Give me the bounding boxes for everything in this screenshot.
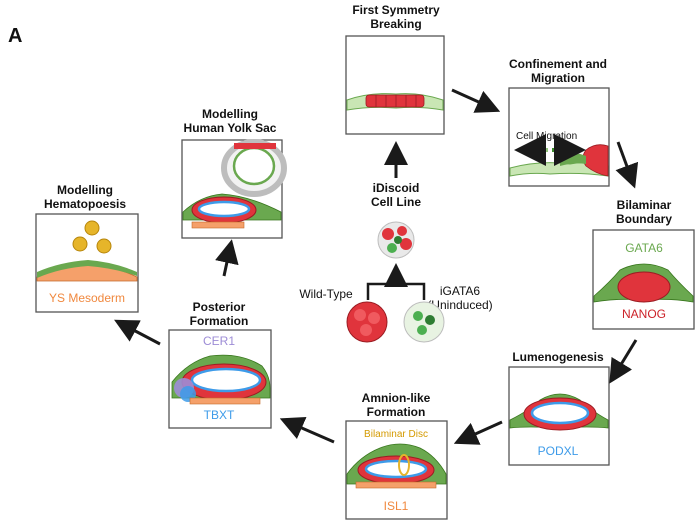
igata6-cluster bbox=[403, 301, 445, 343]
amnion-lumen bbox=[364, 459, 428, 479]
podxl-label: PODXL bbox=[538, 444, 579, 458]
bilaminar-title-2: Boundary bbox=[616, 212, 672, 226]
igata6-label-1: iGATA6 bbox=[440, 284, 481, 298]
stage-amnion: Amnion-like Formation Bilaminar Disc ISL… bbox=[345, 391, 448, 520]
idiscoid-cluster bbox=[377, 221, 415, 259]
merge-bracket bbox=[366, 282, 426, 300]
confinement-title-2: Migration bbox=[531, 71, 585, 85]
lumenogenesis-title: Lumenogenesis bbox=[512, 350, 604, 364]
arrow-bilaminar-to-lumen bbox=[609, 339, 638, 384]
bilaminar-disc-outline bbox=[398, 454, 410, 476]
tbxt-label: TBXT bbox=[204, 408, 235, 422]
gata6-label: GATA6 bbox=[625, 241, 663, 255]
wild-type-label: Wild-Type bbox=[299, 287, 353, 301]
bilaminar-title-1: Bilaminar bbox=[617, 198, 672, 212]
igata6-label-2: (Uninduced) bbox=[427, 298, 492, 312]
posterior-title-1: Posterior bbox=[193, 300, 246, 314]
yolk-sac-base-layer bbox=[191, 221, 245, 229]
hematopoesis-green-layer bbox=[37, 260, 137, 278]
isl1-layer bbox=[355, 481, 437, 489]
yolk-sac-inner bbox=[232, 146, 276, 186]
hematopoesis-title-1: Modelling bbox=[57, 183, 113, 197]
yolk-sac-red-cap bbox=[234, 143, 276, 149]
stage-confinement: Confinement and Migration Cell Migration bbox=[508, 57, 610, 187]
stage-yolk-sac: Modelling Human Yolk Sac bbox=[181, 107, 287, 239]
amnion-title-2: Formation bbox=[367, 405, 426, 419]
blood-cell bbox=[84, 220, 100, 236]
blood-cell bbox=[96, 238, 112, 254]
isl1-label: ISL1 bbox=[384, 499, 409, 513]
figure-label: A bbox=[8, 25, 22, 47]
yolk-sac-title-1: Modelling bbox=[202, 107, 258, 121]
nanog-label: NANOG bbox=[622, 307, 666, 321]
center-title-2: Cell Line bbox=[371, 195, 421, 209]
posterior-lumen bbox=[190, 367, 262, 393]
first-symmetry-panel bbox=[345, 35, 445, 135]
bilaminar-disc-label: Bilaminar Disc bbox=[364, 429, 428, 440]
arrow-posterior-to-hematopoesis bbox=[114, 319, 161, 346]
arrow-lumen-to-amnion bbox=[453, 420, 503, 445]
stage-bilaminar: Bilaminar Boundary GATA6 NANOG bbox=[592, 198, 695, 330]
stage-lumenogenesis: Lumenogenesis PODXL bbox=[508, 350, 610, 466]
confinement-title-1: Confinement and bbox=[509, 57, 607, 71]
stage-first-symmetry: First Symmetry Breaking bbox=[345, 3, 445, 135]
wild-type-cluster bbox=[346, 301, 388, 343]
yolk-sac-title-2: Human Yolk Sac bbox=[184, 121, 277, 135]
arrow-amnion-to-posterior bbox=[279, 416, 335, 444]
first-symmetry-title-1: First Symmetry bbox=[352, 3, 440, 17]
center-cell-line: iDiscoid Cell Line Wild-Type iGATA6 (Uni… bbox=[299, 181, 493, 343]
yolk-sac-lumen bbox=[197, 200, 251, 218]
arrow-posterior-to-yolk-sac bbox=[215, 239, 239, 277]
cer1-label: CER1 bbox=[203, 334, 235, 348]
hematopoesis-title-2: Hematopoesis bbox=[44, 197, 126, 211]
arrow-first-to-confinement bbox=[451, 88, 501, 113]
amnion-title-1: Amnion-like bbox=[362, 391, 431, 405]
first-symmetry-title-2: Breaking bbox=[370, 17, 421, 31]
cell-migration-label: Cell Migration bbox=[516, 131, 577, 142]
center-title-1: iDiscoid bbox=[373, 181, 420, 195]
ys-mesoderm-label: YS Mesoderm bbox=[49, 291, 125, 305]
arrow-confinement-to-bilaminar bbox=[615, 141, 639, 189]
blood-cell bbox=[72, 236, 88, 252]
posterior-title-2: Formation bbox=[190, 314, 249, 328]
cell-row bbox=[365, 94, 425, 108]
stage-hematopoesis: Modelling Hematopoesis YS Mesoderm bbox=[35, 183, 139, 313]
posterior-base-layer bbox=[189, 397, 261, 405]
stage-posterior: Posterior Formation CER1 TBXT bbox=[168, 300, 272, 429]
lumen bbox=[530, 401, 590, 425]
nanog-cells bbox=[617, 271, 671, 303]
